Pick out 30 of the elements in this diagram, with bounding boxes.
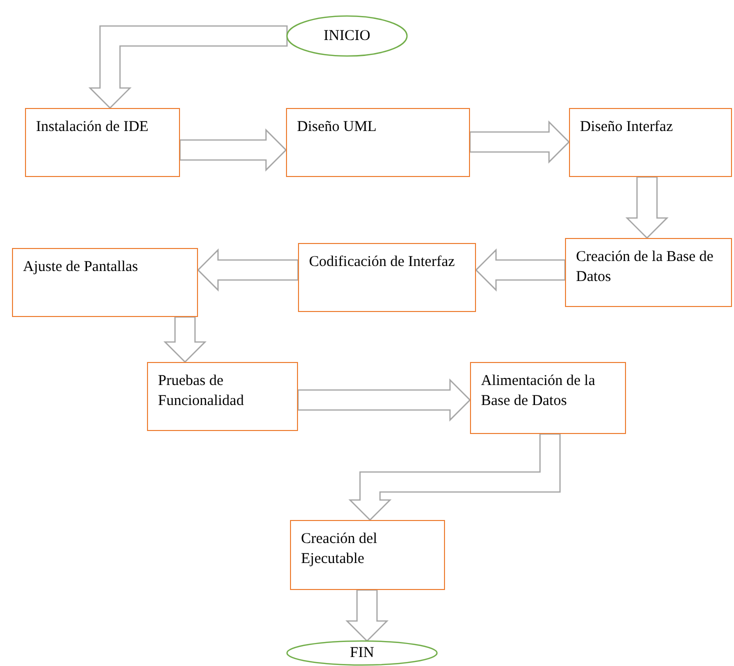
step-label: Diseño UML [297, 118, 378, 137]
process-box [569, 108, 732, 177]
process-box [12, 248, 198, 317]
block-arrow [625, 176, 669, 239]
process-box [298, 243, 476, 312]
step-label: INICIO [324, 26, 370, 46]
step-label: FIN [350, 644, 374, 663]
block-arrow [475, 248, 566, 292]
block-arrow [469, 120, 570, 164]
block-arrow [297, 378, 471, 422]
step-label: Alimentación de la Base de Datos [481, 372, 596, 412]
step-label: Ajuste de Pantallas [23, 258, 139, 277]
step-label: Diseño Interfaz [580, 118, 674, 137]
block-arrow [163, 316, 207, 363]
block-arrow [179, 128, 287, 172]
block-arrow [345, 589, 389, 642]
step-label: Creación del Ejecutable [301, 530, 378, 570]
block-arrow [88, 25, 288, 109]
process-box [565, 238, 732, 307]
block-arrow [197, 248, 299, 292]
step-label: Pruebas de Funcionalidad [158, 372, 245, 412]
process-box [286, 108, 470, 177]
step-label: Instalación de IDE [36, 118, 150, 137]
process-box [25, 108, 180, 177]
process-box [147, 362, 298, 431]
process-box [290, 520, 445, 590]
step-label: Codificación de Interfaz [309, 253, 456, 272]
block-arrow [348, 433, 561, 521]
process-box [470, 362, 626, 434]
step-label: Creación de la Base de Datos [576, 248, 714, 288]
